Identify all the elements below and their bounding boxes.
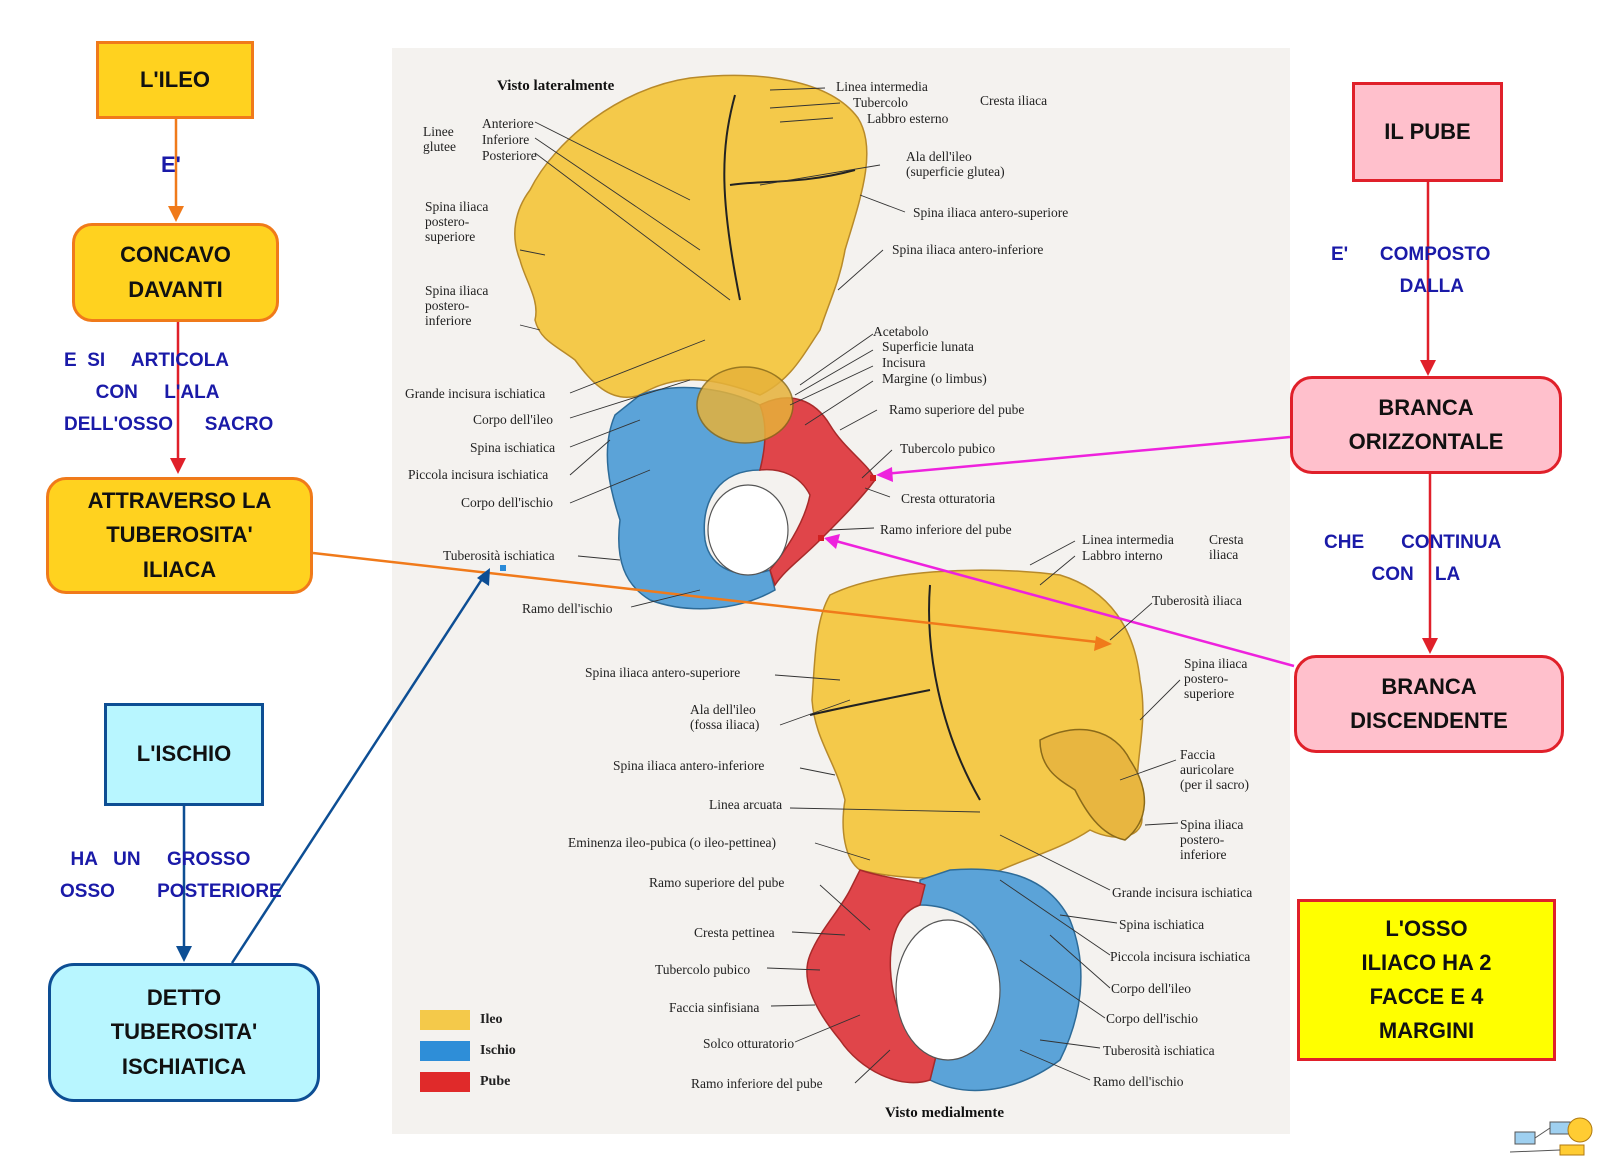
label-tuberosita-ischiatica-bottom: Tuberosità ischiatica	[1103, 1043, 1215, 1058]
label-tubercolo-pubico-bottom: Tubercolo pubico	[655, 962, 751, 977]
node-attraverso-tuberosita-iliaca: ATTRAVERSO LA TUBEROSITA' ILIACA	[46, 477, 313, 594]
label-spina-ant-inf-top: Spina iliaca antero-inferiore	[892, 242, 1044, 257]
label-linea-intermedia-bottom: Linea intermedia	[1082, 532, 1174, 547]
label-spina-post-inf-bottom: Spina iliaca postero- inferiore	[1180, 817, 1244, 862]
label-inferiore: Inferiore	[482, 132, 530, 147]
label-tubercolo-top: Tubercolo	[853, 95, 909, 110]
label-spina-post-inf-top: Spina iliaca postero- inferiore	[425, 283, 489, 328]
label-solco-otturatorio: Solco otturatorio	[703, 1036, 795, 1051]
label-grande-incisura-top: Grande incisura ischiatica	[405, 386, 546, 401]
node-concavo-davanti: CONCAVO DAVANTI	[72, 223, 279, 322]
label-spina-ant-sup-top: Spina iliaca antero-superiore	[913, 205, 1069, 220]
label-linea-arcuata: Linea arcuata	[709, 797, 783, 812]
marker-tubercolo-pubico	[870, 475, 876, 481]
label-ramo-inf-pube-top: Ramo inferiore del pube	[880, 522, 1012, 537]
link-label-ha-un-grosso: HA UN GROSSO OSSO POSTERIORE	[60, 849, 282, 902]
legend-swatch-ileo	[420, 1010, 470, 1030]
label-ala-ileo-top: Ala dell'ileo (superficie glutea)	[906, 149, 1005, 179]
node-branca-orizzontale: BRANCA ORIZZONTALE	[1290, 376, 1562, 474]
label-acetabolo: Acetabolo	[873, 324, 929, 339]
label-grande-incisura-bottom: Grande incisura ischiatica	[1112, 885, 1253, 900]
legend-ischio: Ischio	[480, 1043, 516, 1058]
label-spina-ischiatica-bottom: Spina ischiatica	[1119, 917, 1205, 932]
bone-lateral-view	[514, 74, 876, 610]
label-posteriore: Posteriore	[482, 148, 537, 163]
label-linea-intermedia-top: Linea intermedia	[836, 79, 928, 94]
acetabolo-top	[696, 366, 794, 444]
label-ramo-ischio-top: Ramo dell'ischio	[522, 601, 613, 616]
figure-title-lateral: Visto lateralmente	[497, 78, 615, 94]
label-margine: Margine (o limbus)	[882, 371, 987, 386]
label-piccola-incisura-top: Piccola incisura ischiatica	[408, 467, 549, 482]
auricolare-bottom	[1039, 728, 1146, 841]
node-detto-tuberosita-ischiatica: DETTO TUBEROSITA' ISCHIATICA	[48, 963, 320, 1102]
label-tuberosita-ischiatica-top: Tuberosità ischiatica	[443, 548, 555, 563]
node-osso-iliaco: L'OSSO ILIACO HA 2 FACCE E 4 MARGINI	[1297, 899, 1556, 1061]
label-corpo-ischio-top: Corpo dell'ischio	[461, 495, 554, 510]
label-linee-glutee: Linee glutee	[423, 124, 456, 154]
label-ramo-inf-pube-bottom: Ramo inferiore del pube	[691, 1076, 823, 1091]
legend-swatch-ischio	[420, 1041, 470, 1061]
label-spina-post-sup-bottom: Spina iliaca postero- superiore	[1184, 656, 1248, 701]
label-corpo-ileo-top: Corpo dell'ileo	[473, 412, 554, 427]
link-label-che-continua: CHE CONTINUA CON LA	[1324, 532, 1502, 585]
node-branca-discendente: BRANCA DISCENDENTE	[1294, 655, 1564, 753]
label-tubercolo-pubico-top: Tubercolo pubico	[900, 441, 996, 456]
label-anteriore: Anteriore	[482, 116, 534, 131]
figure-title-medial: Visto medialmente	[885, 1105, 1005, 1121]
label-labbro-interno: Labbro interno	[1082, 548, 1163, 563]
label-faccia-sinfisiana: Faccia sinfisiana	[669, 1000, 760, 1015]
label-ramo-ischio-bottom: Ramo dell'ischio	[1093, 1074, 1184, 1089]
ileo-region-top	[514, 74, 868, 398]
legend-ileo: Ileo	[480, 1012, 503, 1027]
forame-otturato-bottom	[895, 919, 1001, 1061]
linea-arcuata-bottom	[809, 584, 981, 801]
label-ala-ileo-bottom: Ala dell'ileo (fossa iliaca)	[690, 702, 760, 732]
label-corpo-ischio-bottom: Corpo dell'ischio	[1106, 1011, 1199, 1026]
label-incisura: Incisura	[882, 355, 926, 370]
leader-lines	[519, 87, 1181, 1084]
pube-region-top	[759, 397, 876, 587]
label-cresta-otturatoria: Cresta otturatoria	[901, 491, 996, 506]
label-piccola-incisura-bottom: Piccola incisura ischiatica	[1110, 949, 1251, 964]
legend-swatch-pube	[420, 1072, 470, 1092]
link-label-e-si-articola: E SI ARTICOLA CON L'ALA DELL'OSSO SACRO	[64, 350, 274, 435]
marker-ramo-inferiore	[818, 535, 824, 541]
label-ramo-sup-pube-top: Ramo superiore del pube	[889, 402, 1025, 417]
link-label-composto: E' COMPOSTO DALLA	[1331, 244, 1491, 297]
bone-medial-view	[806, 569, 1146, 1092]
label-spina-post-sup-top: Spina iliaca postero- superiore	[425, 199, 489, 244]
label-spina-ant-sup-bottom: Spina iliaca antero-superiore	[585, 665, 741, 680]
link-label-e: E'	[161, 152, 181, 177]
label-cresta-iliaca-top: Cresta iliaca	[980, 93, 1048, 108]
label-spina-ant-inf-bottom: Spina iliaca antero-inferiore	[613, 758, 765, 773]
label-spina-ischiatica-top: Spina ischiatica	[470, 440, 556, 455]
label-labbro-esterno-top: Labbro esterno	[867, 111, 949, 126]
legend-pube: Pube	[480, 1074, 511, 1089]
label-corpo-ileo-bottom: Corpo dell'ileo	[1111, 981, 1192, 996]
node-ileo: L'ILEO	[96, 41, 254, 119]
label-superficie-lunata: Superficie lunata	[882, 339, 974, 354]
marker-tuberosita-ischiatica	[500, 565, 506, 571]
label-ramo-sup-pube-bottom: Ramo superiore del pube	[649, 875, 785, 890]
map-connectors	[168, 119, 1438, 964]
ileo-region-bottom	[811, 569, 1144, 880]
label-cresta-iliaca-bottom: Cresta iliaca	[1209, 532, 1244, 562]
forame-otturato-top	[707, 484, 789, 576]
label-eminenza: Eminenza ileo-pubica (o ileo-pettinea)	[568, 835, 777, 850]
node-pube: IL PUBE	[1352, 82, 1503, 182]
node-ischio: L'ISCHIO	[104, 703, 264, 806]
label-tuberosita-iliaca: Tuberosità iliaca	[1152, 593, 1242, 608]
label-faccia-auricolare: Faccia auricolare (per il sacro)	[1180, 747, 1249, 792]
label-cresta-pettinea: Cresta pettinea	[694, 925, 775, 940]
